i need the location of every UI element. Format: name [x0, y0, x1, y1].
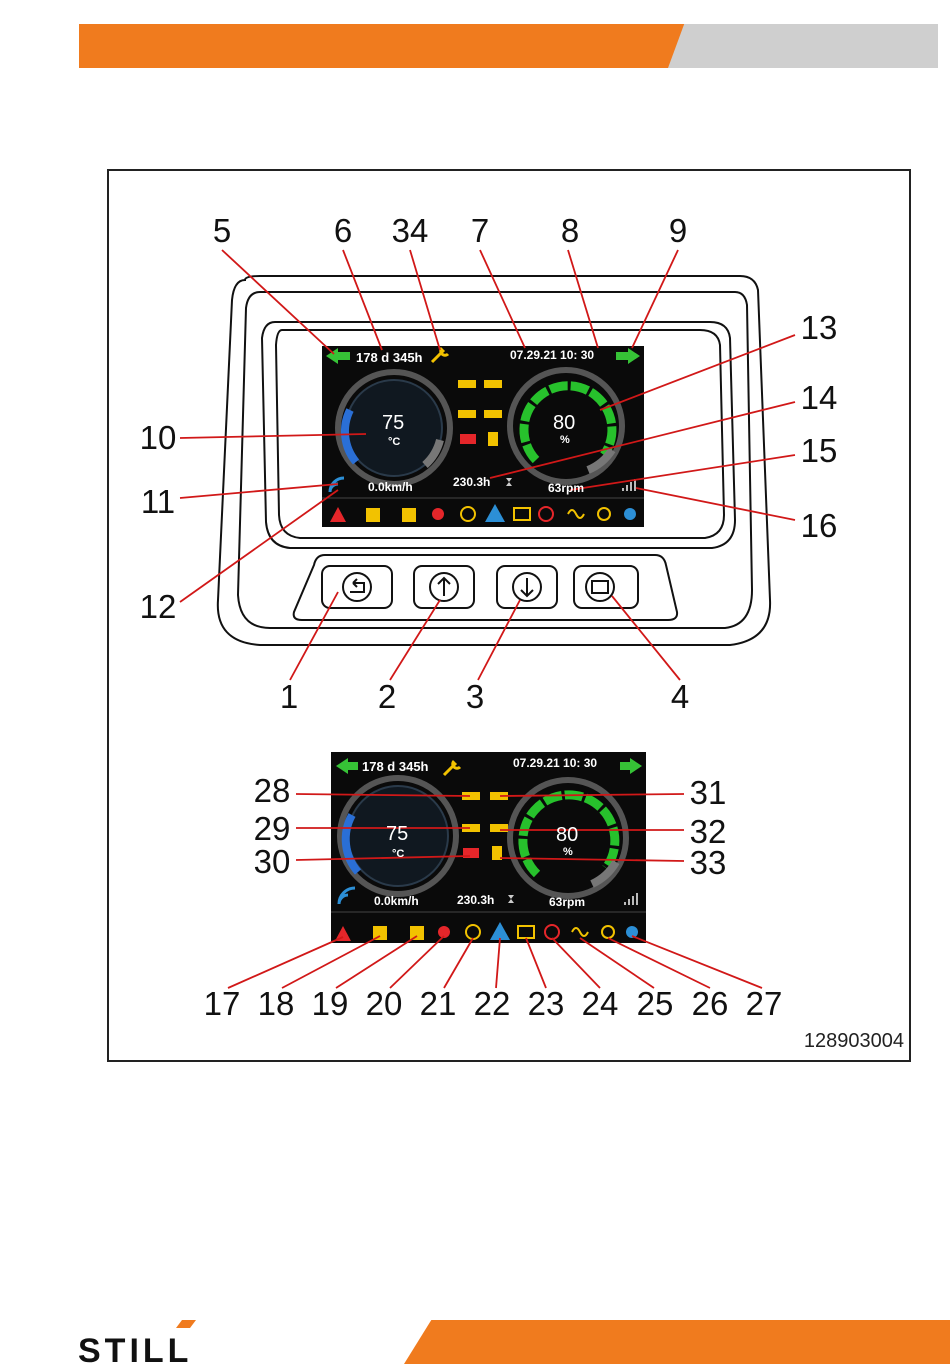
callout-34: 34	[386, 214, 434, 247]
callout-16: 16	[795, 509, 843, 542]
callout-22: 22	[468, 987, 516, 1020]
callout-28: 28	[248, 774, 296, 807]
callout-13: 13	[795, 311, 843, 344]
hours-counter: 178 d 345h	[362, 759, 429, 774]
water-separator-icon	[484, 410, 502, 418]
speed-readout: 0.0km/h	[374, 894, 419, 908]
hardware-buttons	[322, 566, 638, 608]
temp-unit: °C	[388, 436, 400, 448]
callout-27: 27	[740, 987, 788, 1020]
callout-9: 9	[656, 214, 700, 247]
callout-4: 4	[658, 680, 702, 713]
callout-7: 7	[458, 214, 502, 247]
rpm-readout: 63rpm	[548, 481, 584, 495]
speed-readout: 0.0km/h	[368, 480, 413, 494]
temp-value: 75	[382, 412, 404, 435]
operator-seat-icon	[402, 508, 416, 522]
charge-unit: %	[563, 846, 573, 858]
temp-unit: °C	[392, 848, 404, 860]
callout-24: 24	[576, 987, 624, 1020]
temp-value: 75	[386, 823, 408, 846]
callout-26: 26	[686, 987, 734, 1020]
callout-1: 1	[267, 680, 311, 713]
fuel-level-icon	[488, 432, 498, 446]
footer-orange-bar	[404, 1320, 950, 1364]
rpm-readout: 63rpm	[549, 895, 585, 909]
menu-enter-button	[574, 566, 638, 608]
still-logo-text: STILL	[78, 1332, 192, 1366]
callout-29: 29	[248, 812, 296, 845]
callout-5: 5	[200, 214, 244, 247]
callout-30: 30	[248, 845, 296, 878]
air-filter-icon	[484, 380, 502, 388]
callout-10: 10	[134, 421, 182, 454]
callout-31: 31	[684, 776, 732, 809]
blue-status-dot-icon	[624, 508, 636, 520]
callout-19: 19	[306, 987, 354, 1020]
callout-8: 8	[548, 214, 592, 247]
callout-3: 3	[453, 680, 497, 713]
charge-unit: %	[560, 434, 570, 446]
seat-belt-icon	[366, 508, 380, 522]
battery-icon	[460, 434, 476, 444]
coolant-temp-icon	[458, 380, 476, 388]
operating-hours: 230.3h	[457, 893, 494, 907]
datetime: 07.29.21 10: 30	[510, 348, 594, 362]
callout-14: 14	[795, 381, 843, 414]
callout-21: 21	[414, 987, 462, 1020]
callout-2: 2	[365, 680, 409, 713]
still-logo: STILL	[78, 1318, 238, 1366]
callout-17: 17	[198, 987, 246, 1020]
callout-11: 11	[134, 485, 182, 518]
callout-6: 6	[321, 214, 365, 247]
callout-33: 33	[684, 846, 732, 879]
brake-fluid-icon	[458, 410, 476, 418]
callout-18: 18	[252, 987, 300, 1020]
callout-23: 23	[522, 987, 570, 1020]
callout-15: 15	[795, 434, 843, 467]
operator-seat-icon	[410, 926, 424, 940]
datetime: 07.29.21 10: 30	[513, 756, 597, 770]
callout-12: 12	[134, 590, 182, 623]
hours-counter: 178 d 345h	[356, 350, 423, 365]
figure-id: 128903004	[760, 1030, 904, 1053]
charge-value: 80	[553, 412, 575, 435]
oil-pressure-icon	[432, 508, 444, 520]
callout-20: 20	[360, 987, 408, 1020]
callout-25: 25	[631, 987, 679, 1020]
operating-hours: 230.3h	[453, 475, 490, 489]
charge-value: 80	[556, 824, 578, 847]
